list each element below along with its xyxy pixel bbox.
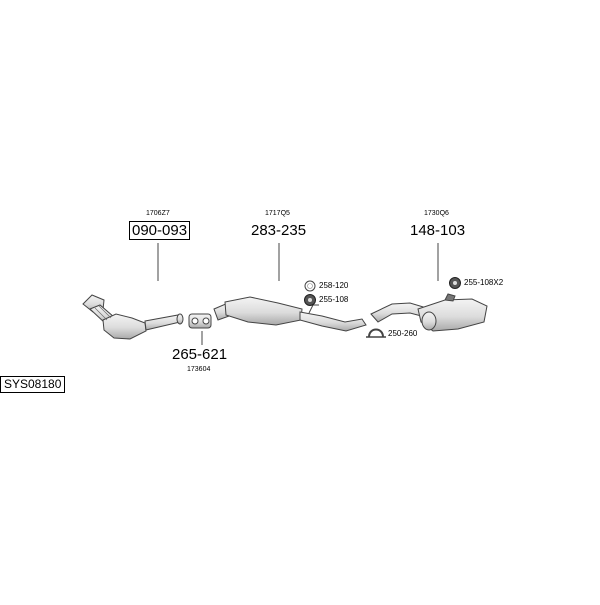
- rear-tailpipe: [421, 311, 437, 331]
- part-number-265-621[interactable]: 265-621: [172, 346, 228, 363]
- catalyst-body: [102, 313, 147, 340]
- middle-silencer-body: [224, 296, 303, 326]
- clamp-part[interactable]: [188, 313, 212, 329]
- ring-gasket-icon[interactable]: [304, 280, 316, 292]
- middle-outlet-pipe: [299, 311, 367, 332]
- system-code-label: SYS08180: [0, 376, 66, 394]
- catalyst-outlet-pipe: [144, 314, 181, 331]
- accessory-label-255-108[interactable]: 255-108: [319, 295, 349, 304]
- hanger-bracket-icon[interactable]: [366, 328, 386, 338]
- oe-number-1706Z7: 1706Z7: [146, 210, 170, 217]
- leader-lines: [157, 243, 439, 345]
- accessory-label-258-120[interactable]: 258-120: [319, 281, 349, 290]
- accessory-label-255-108X2[interactable]: 255-108X2: [464, 278, 504, 287]
- oe-number-1717Q5: 1717Q5: [265, 210, 290, 217]
- clamp-nut: [202, 317, 210, 325]
- part-number-148-103[interactable]: 148-103: [410, 222, 466, 239]
- oe-number-1730Q6: 1730Q6: [424, 210, 449, 217]
- accessory-label-250-260[interactable]: 250-260: [388, 329, 418, 338]
- front-pipe-catalyst-part[interactable]: [82, 294, 184, 340]
- rubber-mount-icon[interactable]: [304, 294, 316, 306]
- rear-silencer-part[interactable]: [370, 293, 488, 332]
- clamp-body: [188, 313, 212, 329]
- middle-silencer-part[interactable]: [213, 296, 367, 332]
- clamp-bolt: [191, 317, 199, 325]
- part-number-090-093[interactable]: 090-093: [129, 221, 191, 240]
- oe-number-173604: 173604: [187, 366, 211, 373]
- rubber-mount-icon[interactable]: [449, 277, 461, 289]
- part-number-283-235[interactable]: 283-235: [251, 222, 307, 239]
- outlet-end: [176, 313, 184, 325]
